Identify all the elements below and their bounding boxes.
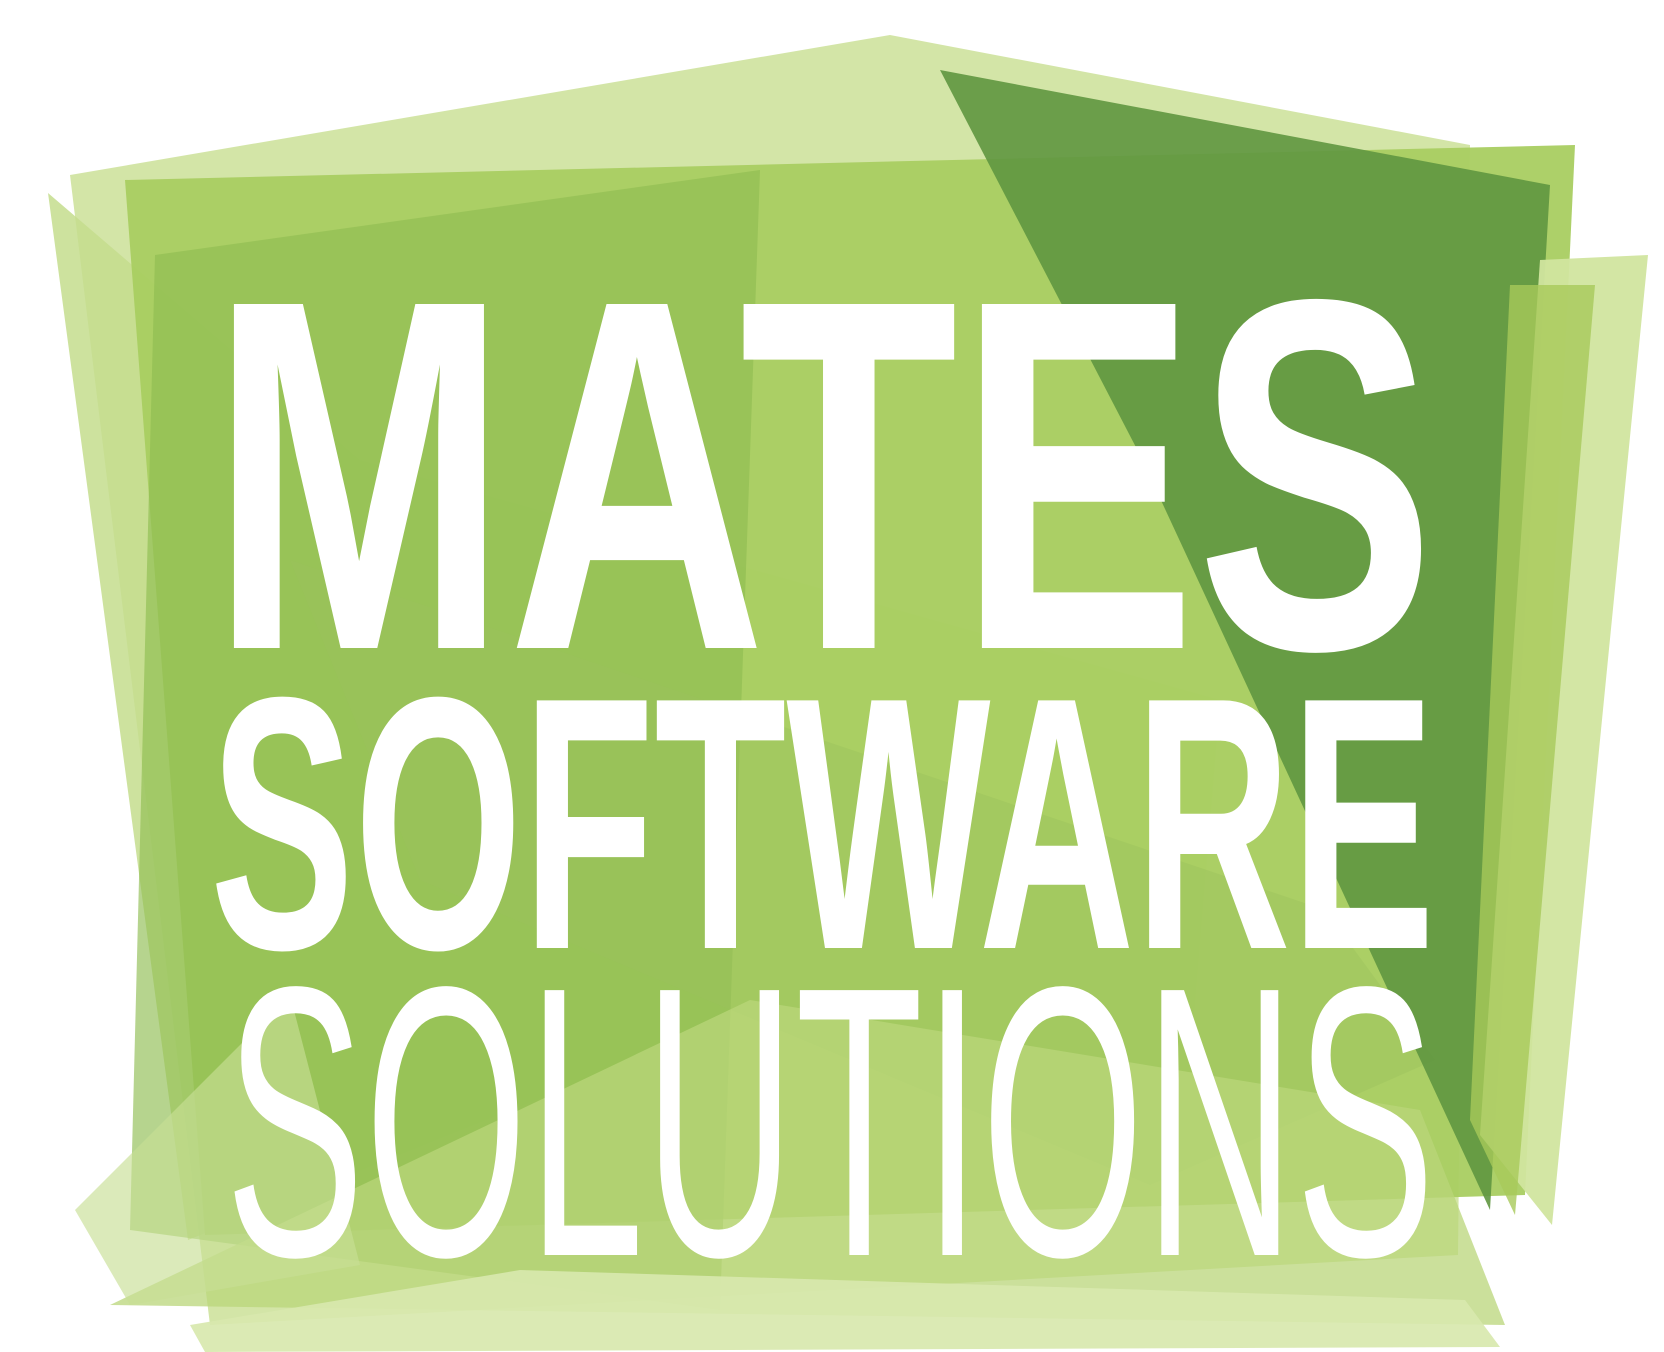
green-center-strip xyxy=(290,560,1435,1185)
lower-left-shard xyxy=(75,995,360,1305)
logo-line-software: SOFTWARE xyxy=(210,623,1435,1025)
pale-green-bottom-shape xyxy=(190,1270,1500,1352)
logo-background-shapes xyxy=(48,35,1648,1352)
light-green-lower-shape xyxy=(110,1000,1505,1325)
logo-line-solutions: SOLUTIONS xyxy=(225,906,1435,1337)
dark-green-right-panel xyxy=(940,70,1550,1210)
logo-line-mates: MATES xyxy=(210,195,1435,754)
wordmark-text: MATES SOFTWARE SOLUTIONS xyxy=(210,195,1435,1337)
right-green-strip xyxy=(1470,285,1595,1215)
